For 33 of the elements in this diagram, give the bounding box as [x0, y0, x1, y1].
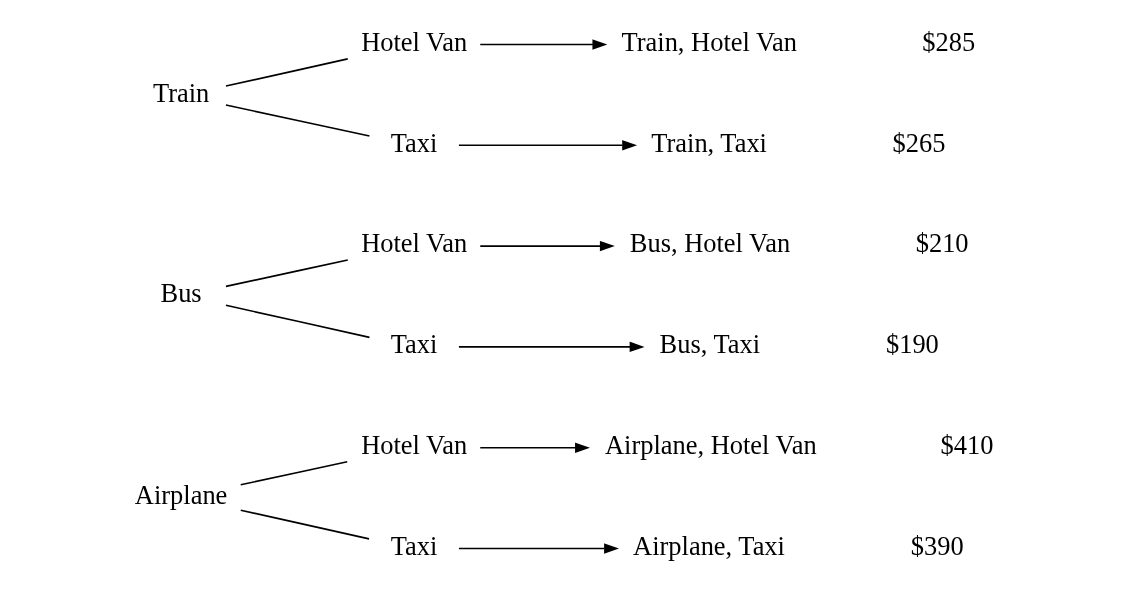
- node-label: $410: [940, 430, 994, 460]
- node-text: Bus, Hotel Van: [629, 228, 791, 259]
- node-label: $265: [892, 127, 946, 158]
- node-label: $210: [915, 228, 969, 259]
- node-text: Train, Hotel Van: [621, 26, 798, 57]
- node-text: Bus, Taxi: [659, 329, 761, 360]
- node-text: Hotel Van: [361, 430, 468, 460]
- arrow: [479, 442, 590, 453]
- connector: [225, 259, 349, 288]
- node-text: Taxi: [390, 530, 438, 561]
- connector: [225, 104, 371, 137]
- connector: [225, 304, 371, 339]
- connector: [239, 509, 370, 540]
- node-text: Airplane: [134, 479, 228, 510]
- node-text: Train: [152, 77, 210, 108]
- node-label: $285: [922, 26, 976, 57]
- node-label: $390: [910, 530, 964, 561]
- node-label: $190: [885, 329, 939, 360]
- node-text: Hotel Van: [361, 26, 468, 57]
- node-text: Taxi: [390, 127, 438, 158]
- arrow: [458, 140, 638, 151]
- node-text: Airplane, Taxi: [633, 530, 785, 561]
- connector: [225, 58, 349, 87]
- arrow: [458, 341, 645, 353]
- node-text: Airplane, Hotel Van: [605, 430, 817, 460]
- node-text: Hotel Van: [361, 228, 468, 259]
- connector: [239, 460, 349, 486]
- node-text: Taxi: [390, 329, 438, 360]
- arrow: [479, 240, 615, 252]
- arrow: [479, 39, 608, 50]
- node-text: Train, Taxi: [651, 127, 767, 158]
- node-text: Bus: [160, 277, 202, 308]
- arrow: [458, 543, 619, 554]
